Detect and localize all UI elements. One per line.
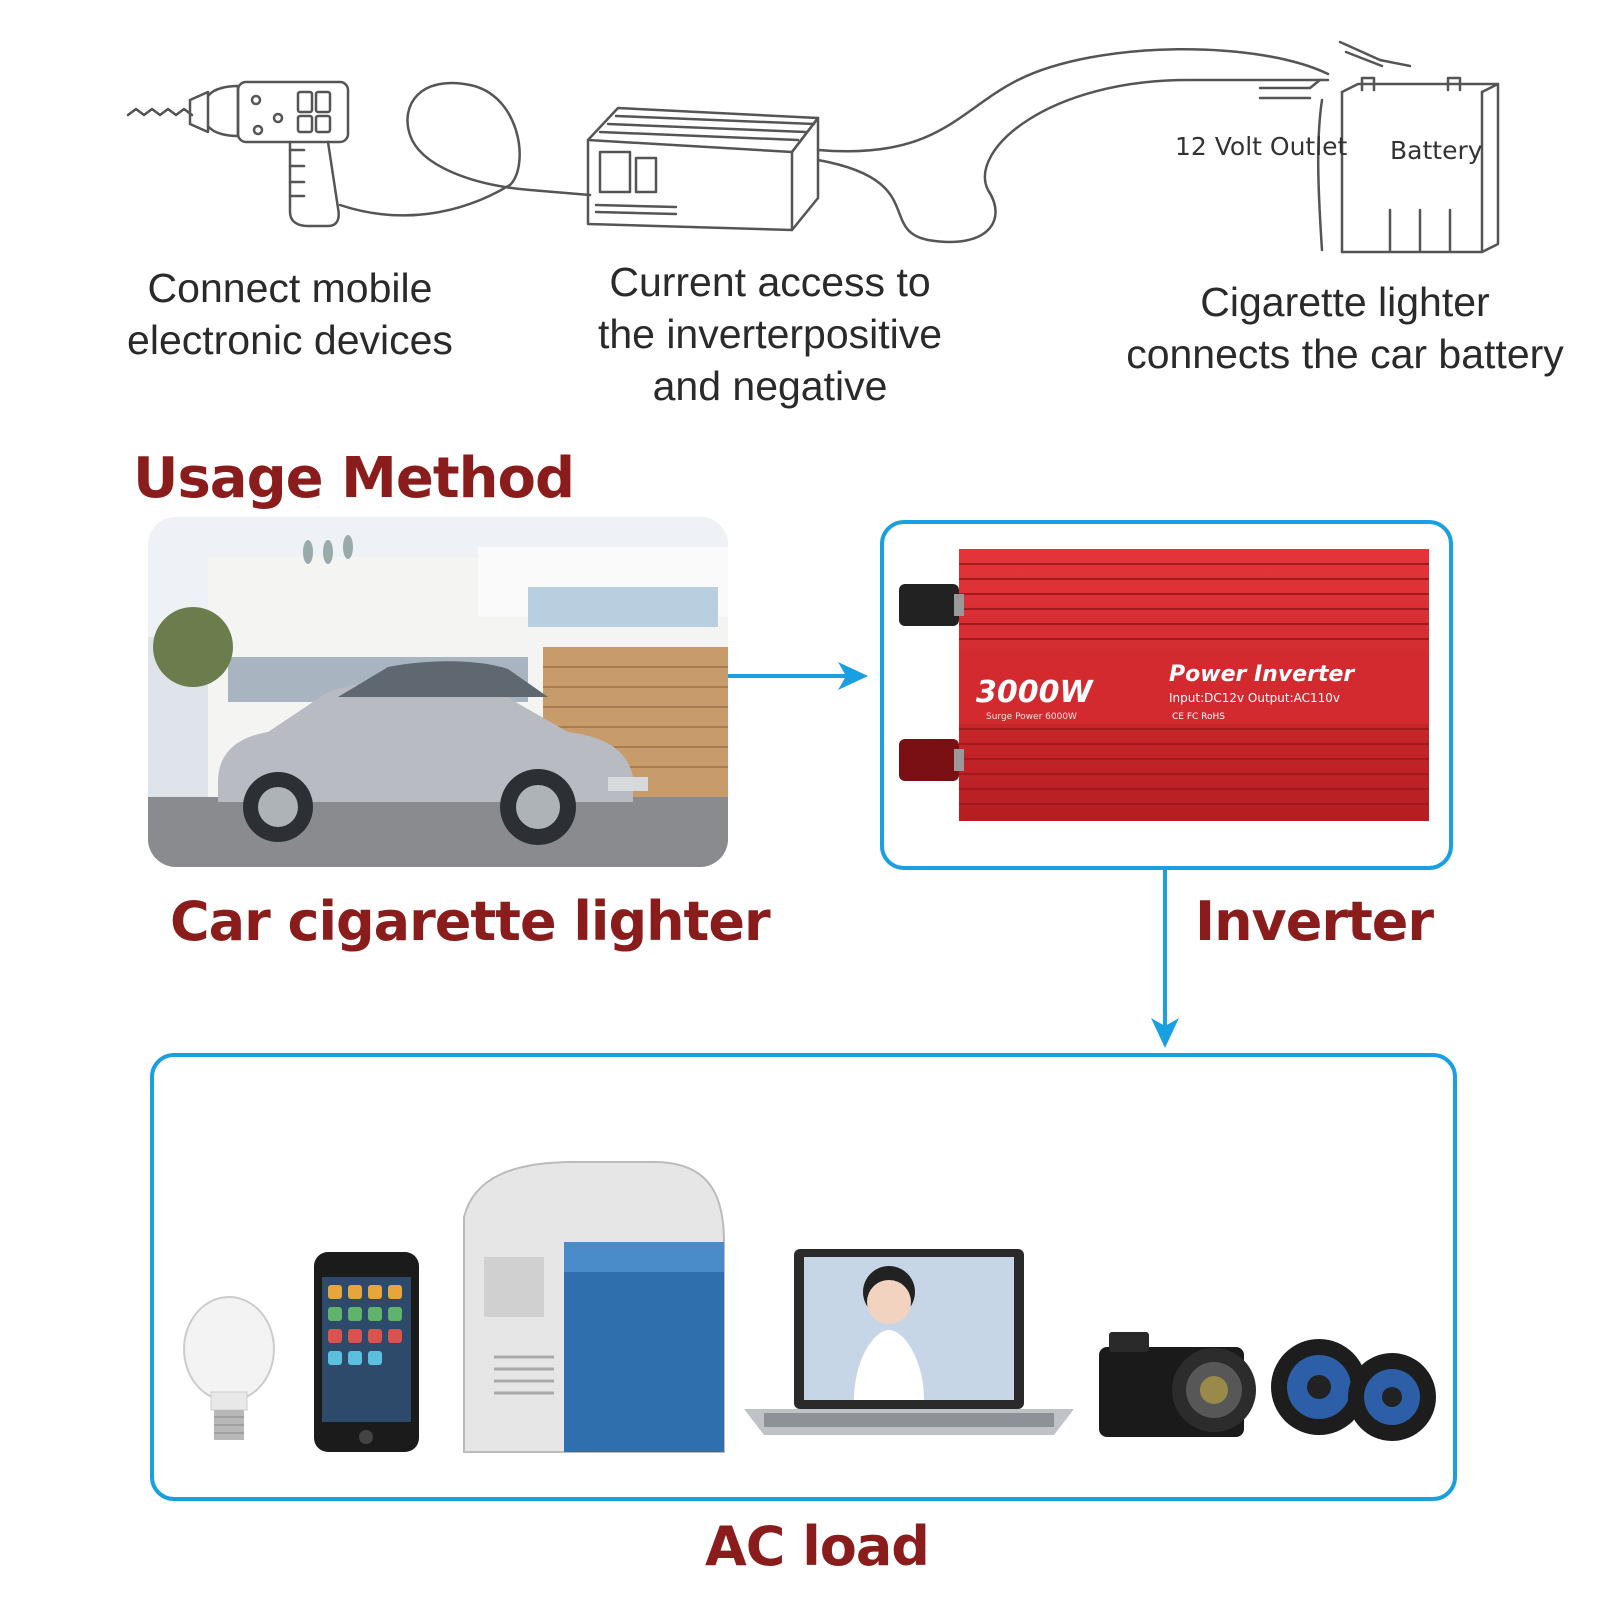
speaker-icon — [1271, 1339, 1436, 1441]
outlet-label: 12 Volt Outlet — [1175, 132, 1348, 161]
step-load-label: AC load — [705, 1515, 930, 1578]
inverter-frame: 3000W Surge Power 6000W Power Inverter I… — [880, 520, 1453, 870]
car-photo — [148, 517, 728, 867]
inverter-spec: Input:DC12v Output:AC110v — [1169, 691, 1340, 705]
inverter-wattage: 3000W — [976, 675, 1094, 710]
inverter-name: Power Inverter — [1169, 662, 1355, 687]
ac-load-frame — [150, 1053, 1457, 1501]
inverter-certs: CE FC RoHS — [1172, 712, 1225, 722]
inverter-sketch-icon — [586, 47, 1330, 244]
laptop-icon — [744, 1249, 1074, 1435]
step-inverter-label: Inverter — [1195, 890, 1434, 953]
battery-connect-label: Cigarette lighter connects the car batte… — [1126, 279, 1564, 377]
battery-sketch-icon — [1258, 40, 1500, 254]
usage-sketch — [126, 40, 1500, 254]
battery-label: Battery — [1390, 136, 1483, 165]
arrowhead-right-icon — [838, 662, 868, 690]
inverter-surge: Surge Power 6000W — [986, 712, 1077, 722]
light-bulb-icon — [183, 1296, 275, 1440]
inverter-access-label: Current access to the inverterpositive a… — [597, 259, 943, 409]
step-car-label: Car cigarette lighter — [170, 890, 771, 953]
camera-icon — [1099, 1332, 1256, 1437]
car-fridge-icon — [463, 1161, 725, 1453]
drill-icon — [126, 80, 592, 228]
arrowhead-down-icon — [1151, 1018, 1179, 1048]
inverter-product-icon: 3000W Surge Power 6000W Power Inverter I… — [899, 549, 1429, 821]
smartphone-icon — [314, 1252, 419, 1452]
page-title: Usage Method — [133, 446, 575, 511]
device-label: Connect mobile electronic devices — [127, 265, 453, 363]
